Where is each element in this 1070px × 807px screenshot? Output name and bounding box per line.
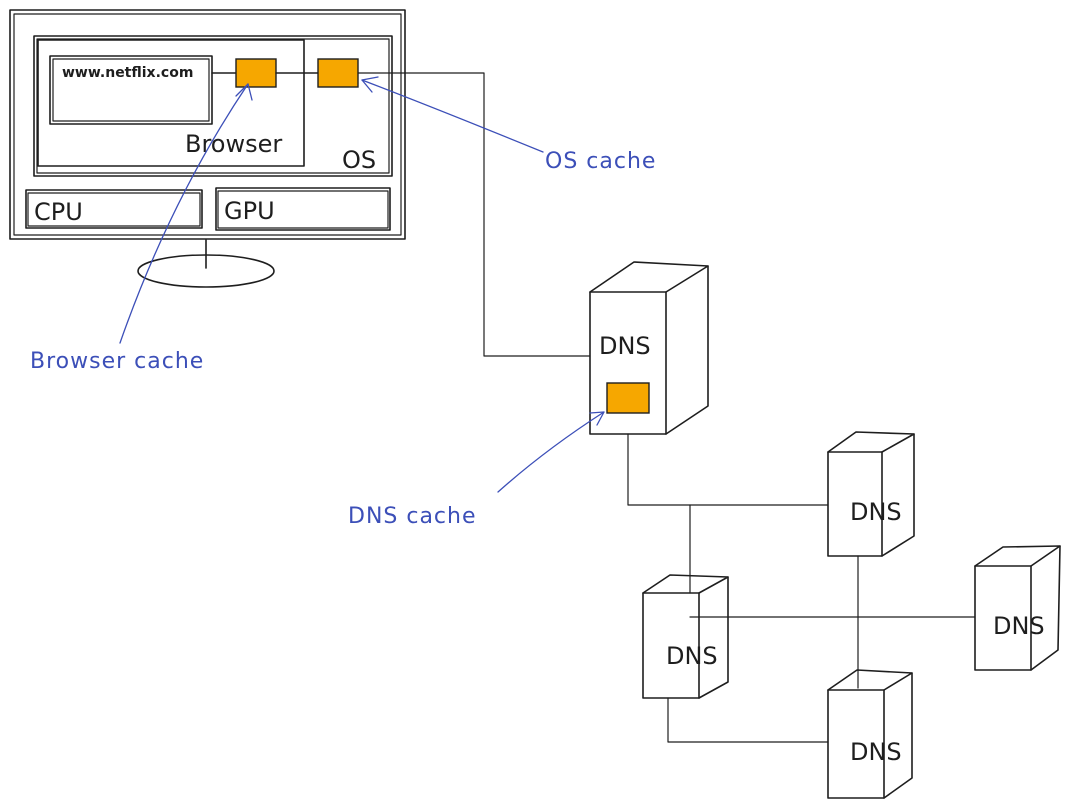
server-top — [827, 431, 915, 453]
server-front — [827, 451, 883, 557]
monitor-base — [137, 254, 275, 288]
os-to-dns-connector — [357, 72, 591, 357]
server-top — [974, 545, 1061, 567]
dns-server-far-right: DNS — [974, 545, 1061, 671]
link-middle-to-bottom — [667, 697, 829, 743]
dns-cache-label: DNS cache — [348, 504, 477, 529]
os-cache-label: OS cache — [545, 149, 656, 174]
server-label: DNS — [850, 498, 902, 526]
url-text: www.netflix.com — [62, 65, 193, 81]
browser-label: Browser — [185, 130, 282, 158]
os-cache-square — [317, 58, 359, 88]
cpu-label: CPU — [34, 198, 83, 226]
dns-server-primary: DNS — [589, 261, 709, 435]
server-front — [827, 689, 885, 799]
dns-server-middle: DNS — [642, 574, 729, 699]
os-cache-arrowhead — [361, 76, 379, 93]
computer: OS www.netflix.com Browser CPU GPU — [9, 9, 406, 288]
gpu-box — [215, 187, 391, 231]
server-label: DNS — [993, 612, 1045, 640]
server-top — [589, 261, 709, 293]
server-side — [665, 265, 709, 435]
server-side — [1030, 545, 1061, 671]
gpu-label: GPU — [224, 197, 275, 225]
monitor-inner — [13, 13, 402, 236]
cpu-box — [25, 189, 203, 229]
dns-server-bottom: DNS — [827, 669, 913, 799]
url-bar — [49, 55, 213, 125]
link-primary-to-right-top — [627, 433, 829, 506]
server-side — [698, 576, 729, 699]
server-side — [883, 672, 913, 799]
os-box — [33, 35, 393, 177]
dns-cache-arrowhead — [589, 411, 605, 426]
gpu-box-inner — [217, 190, 389, 229]
browser-cache-arrowhead — [235, 83, 253, 101]
browser-cache-label: Browser cache — [30, 349, 204, 374]
server-top — [827, 669, 913, 691]
browser-cache-square — [235, 58, 277, 88]
os-cache-arrow — [361, 79, 544, 153]
server-front — [974, 565, 1032, 671]
server-side — [881, 433, 915, 557]
server-label: DNS — [850, 738, 902, 766]
dns-network-links — [627, 433, 976, 743]
server-top — [642, 574, 729, 594]
browser-cache-arrow — [119, 83, 249, 344]
annotation-arrows — [119, 76, 605, 493]
server-label: DNS — [666, 642, 718, 670]
dns-cache-arrow — [497, 411, 605, 493]
cpu-box-inner — [27, 192, 201, 227]
monitor-outer — [9, 9, 406, 240]
server-label: DNS — [599, 332, 651, 360]
browser-box — [37, 39, 305, 167]
os-box-inner — [36, 38, 390, 174]
dns-cache-square — [606, 382, 650, 414]
dns-server-right-top: DNS — [827, 431, 915, 557]
server-front — [642, 592, 700, 699]
os-label: OS — [342, 146, 376, 174]
url-bar-inner — [52, 58, 210, 122]
